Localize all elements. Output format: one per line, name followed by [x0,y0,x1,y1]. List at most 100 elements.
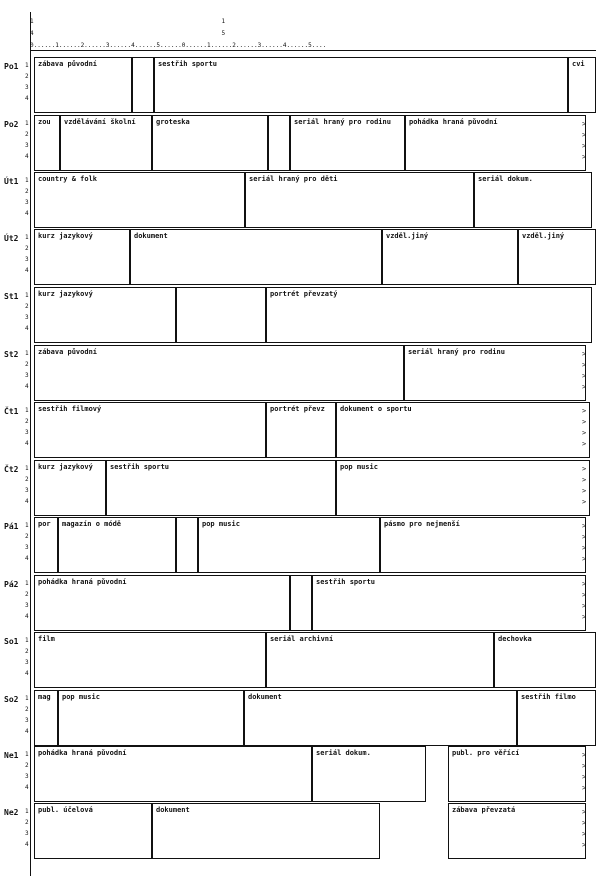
program-label: dokument [134,232,168,240]
continue-marker: > [582,522,587,530]
program-block: seriál archivní [266,632,494,688]
program-block: sestřih sportu [312,575,586,631]
program-block: dechovka [494,632,596,688]
program-label: dokument [156,806,190,814]
day-label: St1 [4,292,19,301]
continue-marker: > [582,580,587,588]
continue-marker: > [582,751,587,759]
program-block: sestřih sportu [154,57,568,113]
continue-marker: > [582,808,587,816]
continue-marker: > [582,418,587,426]
line-number: 3 [25,256,29,263]
program-block: publ. pro věřící [448,746,586,802]
line-number: 3 [25,659,29,666]
line-number: 3 [25,487,29,494]
line-number: 4 [25,325,29,332]
program-label: zábava původní [38,348,98,356]
program-label: pohádka hraná původní [409,118,498,126]
day-label: Pá2 [4,580,19,589]
line-number: 4 [25,153,29,160]
line-number: 1 [25,695,29,702]
line-number: 4 [25,267,29,274]
program-block: cvi [568,57,596,113]
program-label: pop music [202,520,240,528]
program-label: sestřih sportu [316,578,376,586]
program-label: zábava převzatá [452,806,516,814]
day-label: St2 [4,350,19,359]
program-label: pop music [340,463,378,471]
continue-marker: > [582,440,587,448]
program-block [132,57,154,113]
program-block [268,115,290,171]
program-block: mag [34,690,58,746]
program-label: seriál dokum. [316,749,371,757]
program-label: publ. pro věřící [452,749,520,757]
program-label: vzdělávání školní [64,118,136,126]
day-label: Čt1 [4,407,19,416]
program-block [176,517,198,573]
program-label: seriál hraný pro rodinu [294,118,391,126]
line-number: 4 [25,841,29,848]
program-label: cvi [572,60,585,68]
program-block: pop music [336,460,590,516]
program-label: sestřih sportu [110,463,170,471]
line-number: 2 [25,361,29,368]
continue-marker: > [582,762,587,770]
line-number: 4 [25,95,29,102]
line-number: 2 [25,245,29,252]
program-label: pohádka hraná původní [38,578,127,586]
program-label: seriál archivní [270,635,334,643]
program-block: kurz jazykový [34,460,106,516]
program-block: portrét převz [266,402,336,458]
program-block: pohádka hraná původní [34,746,312,802]
continue-marker: > [582,602,587,610]
program-block: dokument [244,690,517,746]
line-number: 2 [25,591,29,598]
continue-marker: > [582,407,587,415]
program-label: groteska [156,118,190,126]
continue-marker: > [582,383,587,391]
line-number: 1 [25,522,29,529]
program-label: por [38,520,51,528]
program-block: dokument [130,229,382,285]
line-number: 1 [25,751,29,758]
line-number: 4 [25,210,29,217]
line-number: 3 [25,372,29,379]
continue-marker: > [582,153,587,161]
line-number: 2 [25,131,29,138]
line-number: 3 [25,830,29,837]
left-axis-line [30,12,31,876]
ruler-top-line: 1 1 [30,18,226,25]
program-block: sestřih filmo [517,690,596,746]
program-block: film [34,632,266,688]
program-block: dokument o sportu [336,402,590,458]
line-number: 2 [25,706,29,713]
program-label: portrét převz [270,405,325,413]
program-label: dokument [248,693,282,701]
program-label: seriál dokum. [478,175,533,183]
line-number: 3 [25,602,29,609]
program-label: dechovka [498,635,532,643]
day-label: Pá1 [4,522,19,531]
line-number: 2 [25,476,29,483]
program-block: seriál hraný pro děti [245,172,474,228]
day-label: Po2 [4,120,19,129]
program-block: seriál hraný pro rodinu [404,345,586,401]
line-number: 1 [25,407,29,414]
day-label: Ne2 [4,808,19,817]
day-label: So2 [4,695,19,704]
ruler-mid-line: 4 5 [30,30,226,37]
program-label: portrét převzatý [270,290,338,298]
program-block: kurz jazykový [34,287,176,343]
program-block: pásmo pro nejmenší [380,517,586,573]
